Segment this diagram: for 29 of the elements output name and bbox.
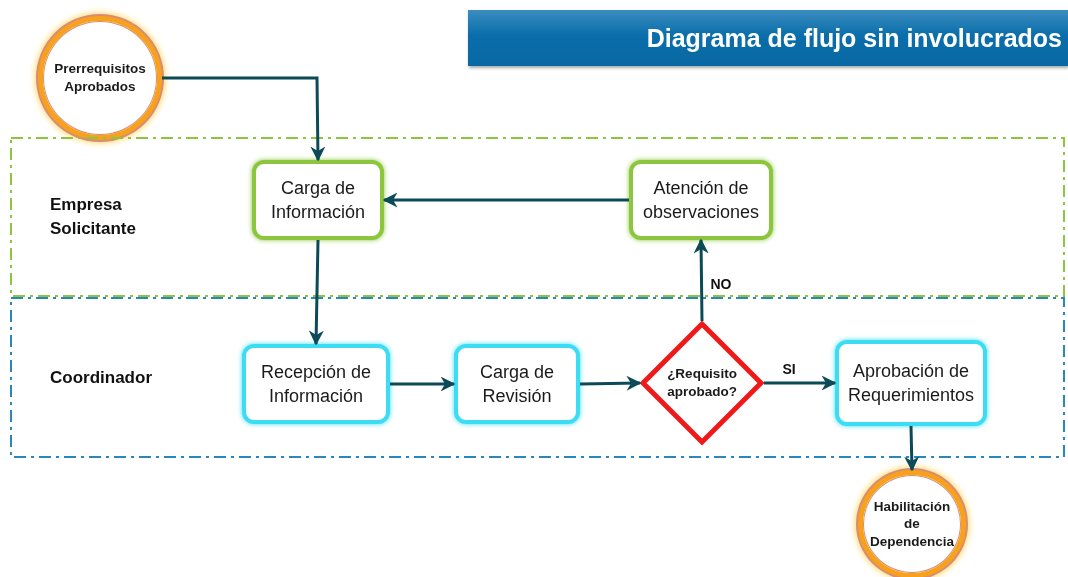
process-box [835, 340, 987, 426]
arrow [382, 192, 629, 208]
node-text: Carga de Revisión [478, 360, 556, 408]
node-text: Atención de observaciones [641, 176, 761, 224]
start-end-circle [38, 16, 162, 140]
arrow [390, 376, 456, 392]
node-text: Habilitación de Dependencia [869, 497, 955, 551]
node-text: Aprobación de Requerimientos [846, 359, 976, 407]
arrow [308, 239, 324, 346]
node-text: Recepción de Información [259, 360, 373, 408]
process-box [454, 344, 580, 424]
arrow [764, 375, 837, 391]
process-box [242, 344, 390, 424]
lane-label: Empresa Solicitante [50, 194, 137, 240]
node-text: Carga de Información [269, 176, 366, 224]
arrow [693, 238, 709, 322]
node-text: Prerrequisitos Aprobados [53, 60, 147, 96]
arrow [579, 375, 642, 391]
lane-label: Coordinador [50, 366, 153, 389]
start-end-circle [858, 470, 966, 577]
arrow [904, 425, 920, 472]
process-box [629, 160, 773, 240]
arrow [162, 76, 326, 162]
swimlane [10, 297, 1065, 458]
swimlane [10, 137, 1065, 297]
process-box [252, 160, 384, 240]
node-text: ¿Requisito aprobado? [666, 365, 738, 401]
decision-diamond [640, 321, 764, 445]
title-banner: Diagrama de flujo sin involucrados [468, 10, 1068, 66]
